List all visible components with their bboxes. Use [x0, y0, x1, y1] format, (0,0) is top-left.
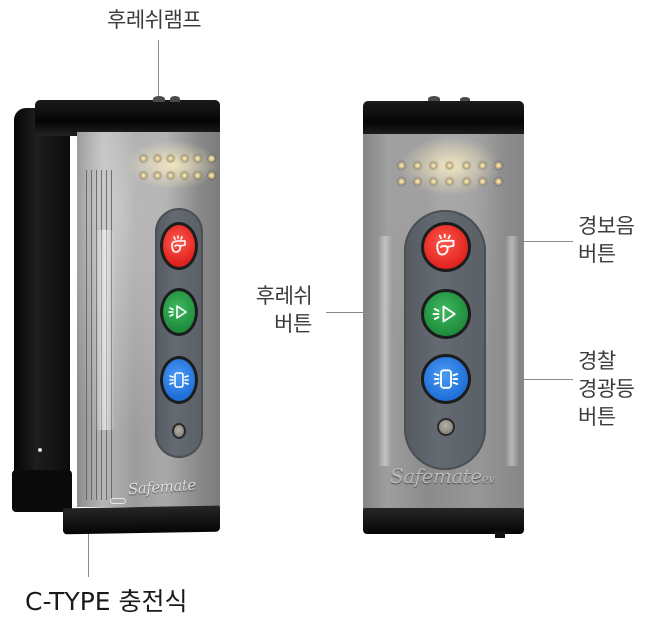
led: [180, 155, 188, 162]
lamp-led-row-2: [398, 178, 502, 185]
led: [153, 155, 161, 162]
led: [494, 162, 502, 169]
housing-highlight: [95, 230, 115, 430]
led: [462, 178, 470, 185]
led: [494, 178, 502, 185]
led: [398, 178, 405, 185]
led: [414, 178, 422, 185]
top-cap: [35, 100, 220, 136]
leader-whistle-lamp: [158, 40, 159, 98]
led: [398, 162, 405, 169]
brand-suffix: ev: [481, 472, 495, 486]
belt-clip-foot: [12, 470, 72, 512]
whistle-icon: [436, 233, 455, 256]
lamp-knob-2: [460, 97, 470, 102]
police-light-button[interactable]: [421, 354, 471, 404]
label-whistle-lamp: 후레쉬램프: [107, 8, 202, 32]
device-side-view: Safemate: [0, 0, 240, 560]
flash-button[interactable]: [160, 288, 198, 336]
brand-logo: Safemateev: [390, 464, 495, 488]
device-front-view: Safemateev: [360, 96, 530, 540]
top-cap: [363, 101, 524, 137]
lamp-knob: [153, 96, 165, 102]
led: [140, 155, 147, 162]
led: [478, 178, 486, 185]
led: [140, 172, 147, 179]
led: [430, 178, 438, 185]
label-alarm-line2: 버튼: [578, 242, 616, 266]
led-strip-left: [378, 236, 392, 466]
label-flash-line2: 버튼: [274, 312, 312, 336]
led: [194, 155, 202, 162]
led: [167, 172, 175, 179]
label-flash-button: 후레쉬 버튼: [244, 282, 324, 338]
alarm-button[interactable]: [421, 222, 471, 272]
led: [194, 172, 202, 179]
led: [430, 162, 438, 169]
flashlight-icon: [432, 305, 456, 323]
usb-c-port: [495, 532, 505, 538]
label-alarm-button: 경보음 버튼: [578, 212, 635, 268]
led: [446, 178, 454, 185]
label-police-light-button: 경찰 경광등 버튼: [578, 347, 635, 431]
alarm-button[interactable]: [160, 222, 198, 270]
led: [414, 162, 422, 169]
clip-pin: [38, 448, 42, 452]
led: [167, 155, 175, 162]
bottom-cap: [363, 508, 524, 534]
label-flash-line1: 후레쉬: [255, 284, 313, 308]
bottom-cap: [63, 505, 220, 535]
lamp-knob-2: [170, 96, 180, 102]
lamp-led-row-2: [140, 172, 215, 179]
flash-button[interactable]: [421, 289, 471, 339]
led: [478, 162, 486, 169]
brand-name: Safemate: [390, 464, 482, 488]
led: [153, 172, 161, 179]
label-police-line1: 경찰: [578, 349, 616, 373]
usb-c-port: [110, 498, 126, 504]
status-indicator: [172, 423, 186, 439]
flashlight-icon: [168, 305, 187, 319]
police-light-button[interactable]: [160, 356, 198, 404]
status-indicator: [437, 418, 455, 436]
lamp-knob: [428, 96, 440, 102]
led: [180, 172, 188, 179]
beacon-icon: [169, 372, 189, 388]
lamp-led-row-1: [140, 155, 215, 162]
led: [207, 155, 215, 162]
label-police-line2: 경광등: [578, 377, 635, 401]
leader-charging: [88, 533, 89, 577]
led: [446, 162, 454, 169]
beacon-icon: [433, 369, 459, 389]
label-police-line3: 버튼: [578, 405, 616, 429]
lamp-led-row-1: [398, 162, 502, 169]
led: [462, 162, 470, 169]
label-charging: C-TYPE 충전식: [25, 587, 188, 616]
label-alarm-line1: 경보음: [578, 214, 635, 238]
led: [207, 172, 215, 179]
whistle-icon: [171, 235, 186, 253]
lamp-glow: [125, 140, 220, 190]
belt-clip: [14, 108, 70, 508]
led-strip-right: [505, 236, 519, 466]
